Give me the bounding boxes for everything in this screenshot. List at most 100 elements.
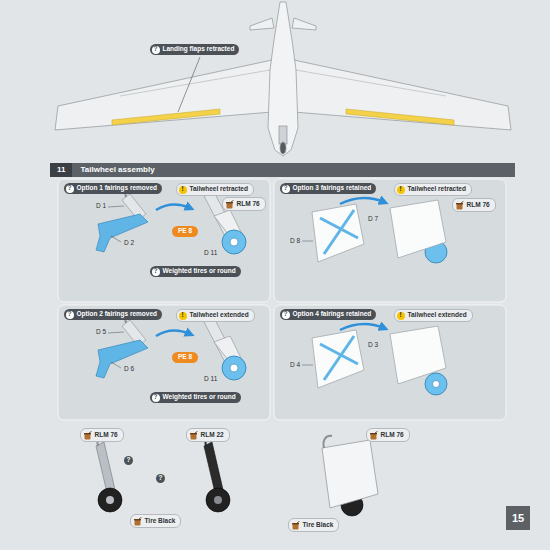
page-number: 15 xyxy=(506,506,530,530)
step-header: 11Tailwheel assembly xyxy=(50,163,515,177)
paint-brush xyxy=(89,431,92,433)
paint-pot-icon xyxy=(455,201,464,210)
paint-pot-icon xyxy=(369,431,378,440)
glue-area xyxy=(320,336,358,380)
note-pill: ?Weighted tires or round xyxy=(150,392,241,403)
paint-callout: Tire Black xyxy=(288,518,339,532)
paint-pot-icon xyxy=(291,521,300,530)
paint-callout: Tire Black xyxy=(130,514,181,528)
warning-pill: !Tailwheel extended xyxy=(176,309,255,322)
wheel-hub xyxy=(433,381,440,388)
node-text: Tailwheel retracted xyxy=(408,186,466,193)
leader-line xyxy=(302,241,313,242)
paint-pot-body xyxy=(456,204,462,210)
painting-guide xyxy=(96,434,378,516)
node-text: Tailwheel retracted xyxy=(190,186,248,193)
assembly-arrow xyxy=(156,204,190,210)
part-number: D 4 xyxy=(290,362,300,369)
leader-line xyxy=(111,236,121,242)
note-pill: ?Weighted tires or round xyxy=(150,266,241,277)
icon-badge: ? xyxy=(66,185,74,193)
leader-line xyxy=(108,332,124,333)
node-text: Option 1 fairings removed xyxy=(77,185,158,192)
fairing xyxy=(390,200,446,258)
icon-badge: ? xyxy=(156,474,165,483)
tailplane xyxy=(250,18,274,30)
icon-badge: ? xyxy=(152,394,160,402)
paint-pot-lid xyxy=(190,433,197,435)
tailplane xyxy=(292,18,316,30)
gear-bay xyxy=(279,126,287,144)
paint-brush xyxy=(139,517,142,519)
node-text: Option 3 fairings retained xyxy=(293,185,372,192)
fairing-white xyxy=(322,440,378,508)
note-pill: ?Landing flaps retracted xyxy=(150,44,239,55)
node-text: PE 8 xyxy=(178,228,192,235)
icon-badge: ! xyxy=(179,312,187,320)
wheel-hub xyxy=(230,238,238,246)
node-text: Option 4 fairings retained xyxy=(293,311,372,318)
icon-badge: ? xyxy=(152,46,160,54)
paint-brush xyxy=(231,200,234,202)
warning-pill: !Tailwheel extended xyxy=(394,309,473,322)
paint-brush xyxy=(297,521,300,523)
option-pill: ?Option 1 fairings removed xyxy=(64,183,162,194)
paint-pot-icon xyxy=(189,431,198,440)
paint-pot-lid xyxy=(370,433,377,435)
node-text: Tailwheel extended xyxy=(190,312,249,319)
paint-pot-body xyxy=(190,434,196,440)
paint-pot-icon xyxy=(225,200,234,209)
paint-callout: RLM 22 xyxy=(186,428,230,442)
option-panel xyxy=(274,179,506,302)
icon-badge: ? xyxy=(66,311,74,319)
paint-pot-body xyxy=(292,524,298,530)
wing xyxy=(55,60,272,130)
assembly-arrow xyxy=(340,198,384,204)
wheel-hub xyxy=(214,496,222,504)
black-tire xyxy=(98,488,122,512)
paint-callout: RLM 76 xyxy=(222,197,266,211)
option-panel xyxy=(58,179,270,302)
paint-pot-lid xyxy=(456,203,463,205)
assembly-arrow xyxy=(340,324,384,330)
landing-flap xyxy=(346,109,454,125)
part-number: D 6 xyxy=(124,366,134,373)
option-panel xyxy=(58,305,270,420)
leader-line xyxy=(111,362,121,368)
icon-badge: ! xyxy=(397,312,405,320)
part-number: D 11 xyxy=(204,376,217,383)
icon-badge: ! xyxy=(397,186,405,194)
paint-pot-icon xyxy=(83,431,92,440)
landing-flap xyxy=(112,109,220,125)
tailwheel xyxy=(222,356,246,380)
part-number: D 3 xyxy=(368,342,378,349)
node-text: Tire Black xyxy=(145,518,176,525)
node-text: 15 xyxy=(512,513,524,524)
paint-pot-lid xyxy=(226,202,233,204)
fork-part xyxy=(96,340,148,378)
warning-pill: !Tailwheel retracted xyxy=(176,183,254,196)
paint-pot-icon xyxy=(133,517,142,526)
part-callout: PE 8 xyxy=(172,352,198,363)
node-text: 11 xyxy=(50,163,72,177)
fairing-part xyxy=(312,330,364,388)
wheel-hub xyxy=(230,364,238,372)
fork-part xyxy=(96,214,148,252)
paint-pot-body xyxy=(226,203,232,209)
icon-badge: ? xyxy=(124,456,133,465)
node-text: RLM 22 xyxy=(201,432,224,439)
fairing-assembly xyxy=(302,198,447,263)
option-pill: ?Option 2 fairings removed xyxy=(64,309,162,320)
icon-badge: ? xyxy=(282,185,290,193)
node-text: Weighted tires or round xyxy=(163,394,236,401)
fairing-part xyxy=(312,204,364,262)
tailwheel xyxy=(222,230,246,254)
aircraft-plan xyxy=(55,2,511,156)
paint-pot-body xyxy=(134,520,140,526)
paint-pot-body xyxy=(370,434,376,440)
paint-brush xyxy=(375,431,378,433)
part-number: D 2 xyxy=(124,240,134,247)
node-text: Tailwheel assembly xyxy=(72,166,154,174)
node-text: PE 8 xyxy=(178,354,192,361)
